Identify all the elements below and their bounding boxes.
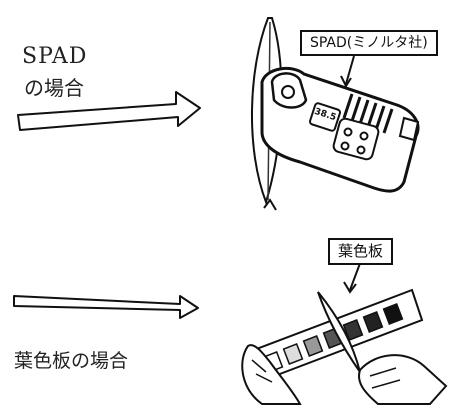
spad-title-line2: の場合: [24, 76, 84, 100]
leaf-color-chart-illustration: [241, 257, 448, 405]
spad-title-line1: SPAD: [22, 44, 88, 69]
leaf-color-chart-title: 葉色板の場合: [14, 350, 129, 372]
spad-display: [309, 102, 341, 132]
right-hand: [358, 354, 448, 405]
spad-meter-illustration: [251, 17, 420, 211]
leaf-color-chart-callout-label: 葉色板: [328, 238, 394, 265]
arrow-right-icon: [17, 91, 201, 131]
spad-callout-label: SPAD(ミノルタ社): [300, 30, 438, 56]
arrow-right-icon: [13, 295, 199, 319]
left-hand: [241, 344, 302, 405]
